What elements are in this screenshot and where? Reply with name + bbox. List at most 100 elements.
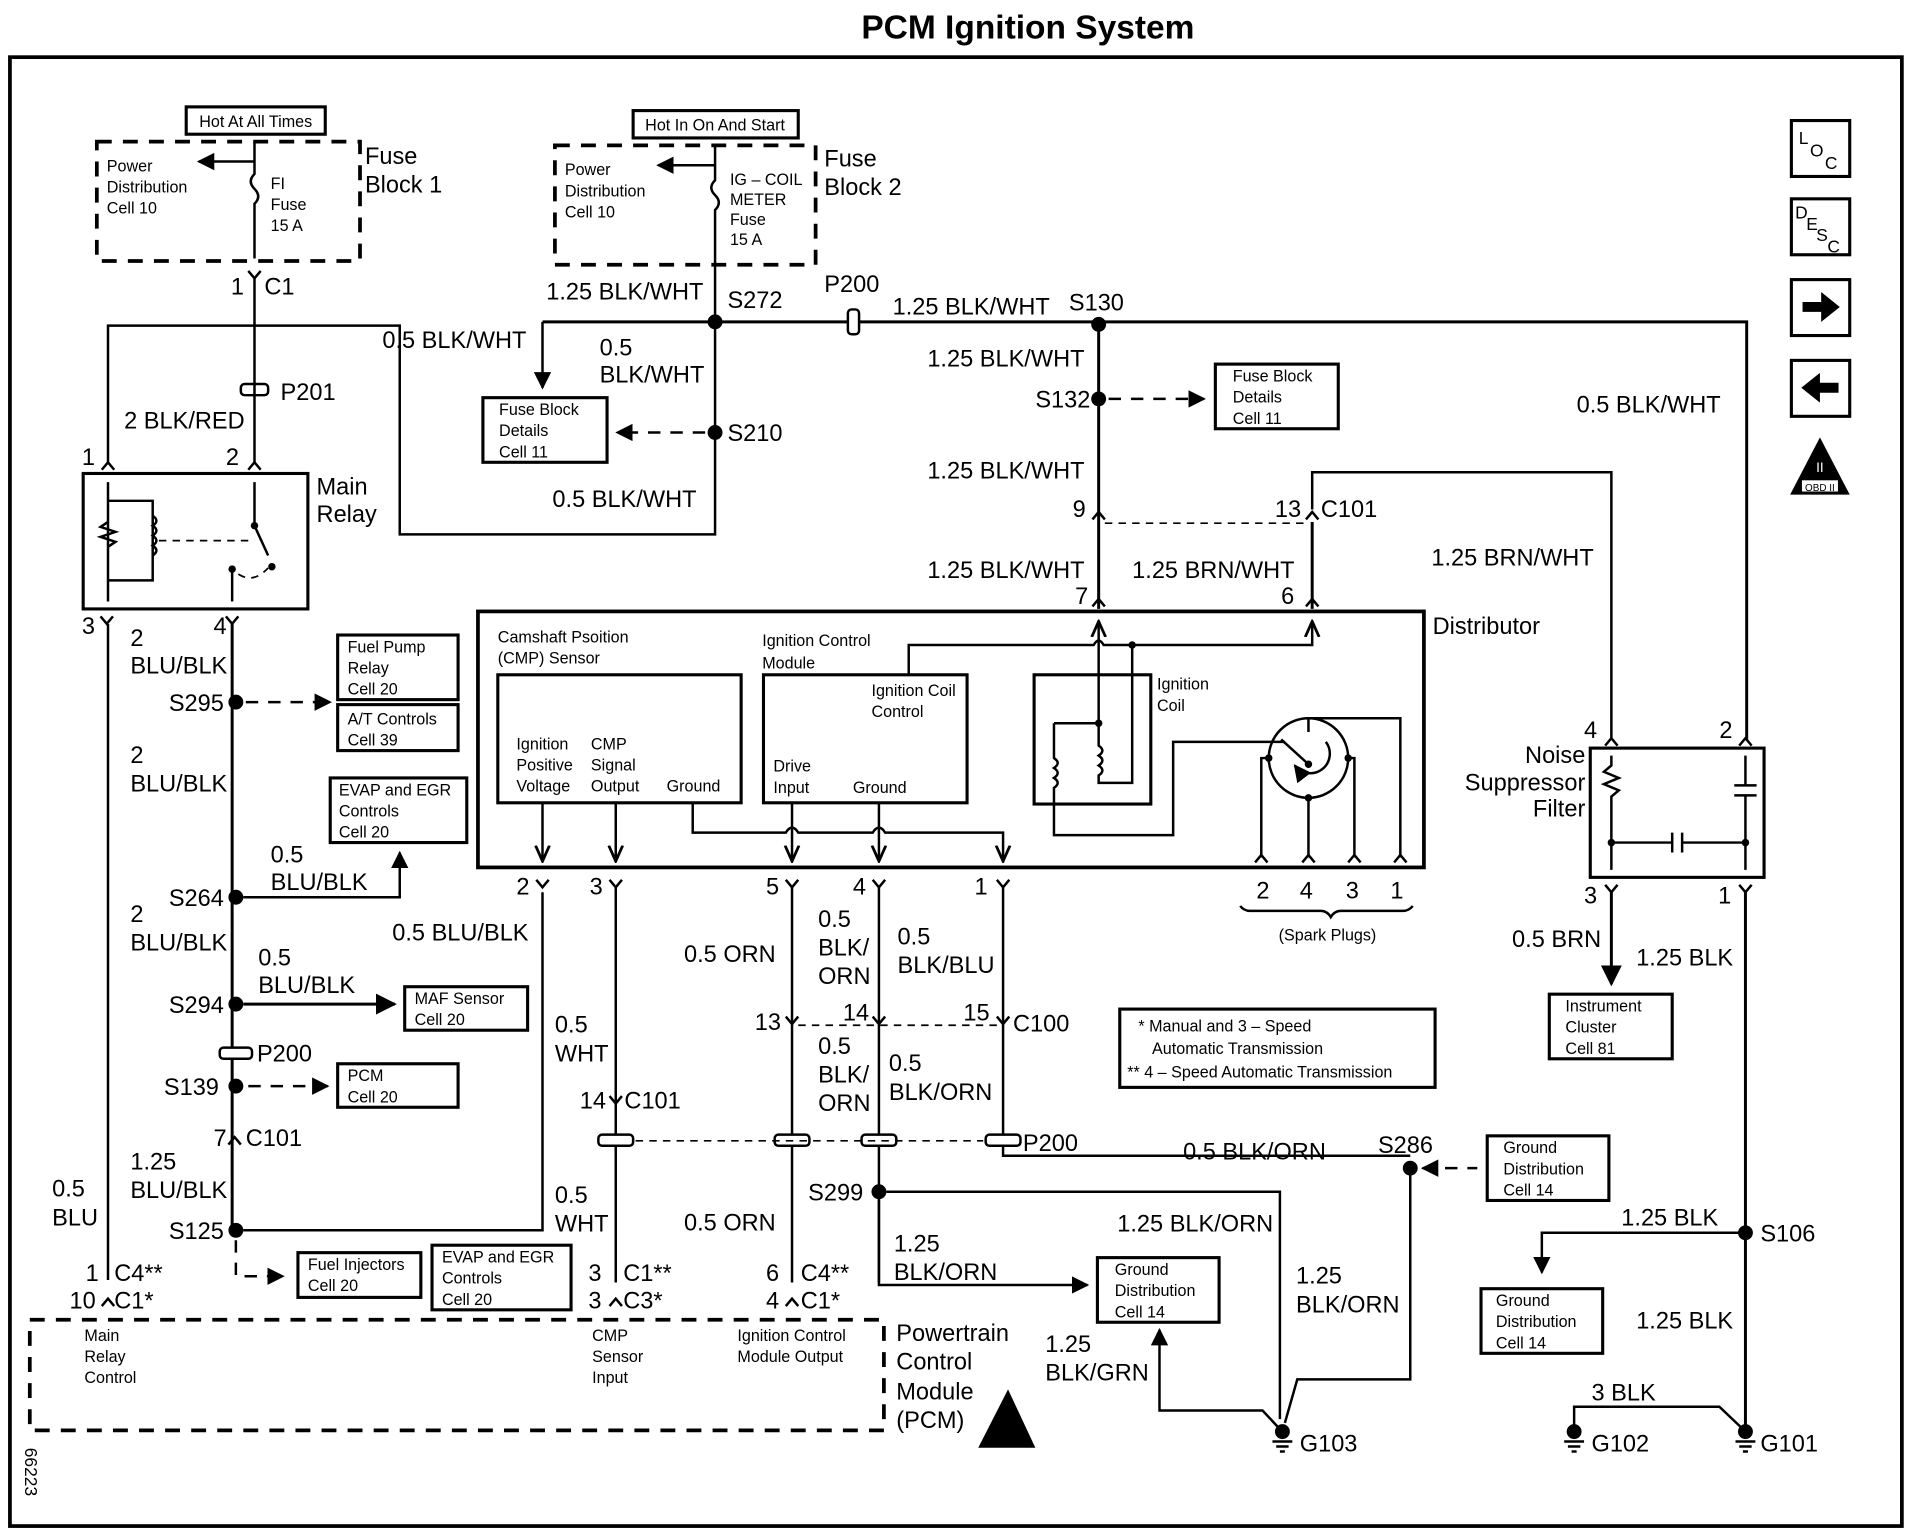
svg-text:C1*: C1* [114,1288,153,1314]
ref-evap-egr-controls-top[interactable]: EVAP and EGR Controls Cell 20 [328,776,469,845]
svg-text:P200: P200 [257,1040,312,1066]
svg-text:Relay: Relay [317,501,377,527]
svg-text:2: 2 [1719,717,1732,743]
ref-pcm-cell-20[interactable]: PCM Cell 20 [336,1062,460,1109]
svg-text:II: II [1816,460,1824,475]
ref-ground-distribution-b[interactable]: Ground Distribution Cell 14 [1095,1256,1221,1324]
svg-text:Fuse: Fuse [730,211,766,229]
svg-text:EVAP and EGR: EVAP and EGR [442,1249,554,1267]
hot-at-all-times-badge [184,105,327,136]
esd-sensitive-icon [978,1389,1036,1448]
svg-text:3: 3 [588,1260,601,1286]
svg-text:1.25 BLK/WHT: 1.25 BLK/WHT [893,293,1050,319]
svg-text:1.25: 1.25 [894,1230,940,1256]
svg-text:S139: S139 [164,1074,219,1100]
distributor: Distributor Camshaft Psoition (CMP) Sens… [476,609,1540,870]
svg-text:Module Output: Module Output [737,1348,843,1366]
svg-text:BLK/: BLK/ [818,935,870,961]
svg-text:Ignition: Ignition [1157,676,1209,694]
svg-text:C4**: C4** [801,1260,849,1286]
svg-text:3: 3 [590,874,603,900]
svg-text:Cell 81: Cell 81 [1565,1040,1615,1058]
ref-at-controls[interactable]: A/T Controls Cell 39 [336,703,460,753]
ref-evap-egr-controls-bottom[interactable]: EVAP and EGR Controls Cell 20 [430,1243,573,1312]
loc-button[interactable]: L O C [1789,118,1852,179]
svg-text:Distribution: Distribution [1503,1160,1584,1178]
svg-text:S125: S125 [169,1218,224,1244]
svg-text:Cluster: Cluster [1565,1019,1617,1037]
ref-ground-distribution-c[interactable]: Ground Distribution Cell 14 [1479,1287,1605,1355]
svg-text:P201: P201 [281,379,336,405]
svg-text:IG – COIL: IG – COIL [730,171,803,189]
svg-text:0.5 ORN: 0.5 ORN [684,1209,776,1235]
svg-text:1.25 BLK/WHT: 1.25 BLK/WHT [927,346,1084,372]
svg-text:Main: Main [84,1327,119,1345]
svg-text:10: 10 [70,1288,96,1314]
svg-text:BLK/ORN: BLK/ORN [889,1079,992,1105]
svg-text:Positive: Positive [516,756,572,774]
svg-text:Cell 10: Cell 10 [107,200,157,218]
svg-text:Cell 20: Cell 20 [348,1088,398,1106]
svg-text:Relay: Relay [84,1348,126,1366]
svg-text:Output: Output [591,778,640,796]
svg-text:C101: C101 [624,1087,680,1113]
svg-text:0.5: 0.5 [889,1050,922,1076]
ref-fuel-pump-relay[interactable]: Fuel Pump Relay Cell 20 [336,633,460,702]
legend-box: * Manual and 3 – Speed Automatic Transmi… [1118,1007,1437,1089]
svg-text:4: 4 [853,874,866,900]
ref-fuel-injectors[interactable]: Fuel Injectors Cell 20 [296,1251,423,1299]
svg-text:Signal: Signal [591,756,636,774]
svg-text:Distribution: Distribution [1496,1313,1577,1331]
ref-fuse-block-details-cell-11-left[interactable]: Fuse Block Details Cell 11 [481,396,609,464]
svg-text:Control: Control [84,1369,136,1387]
desc-button[interactable]: D E S C [1789,197,1852,257]
svg-text:3: 3 [1346,877,1359,903]
svg-text:1.25: 1.25 [1045,1331,1091,1357]
svg-text:(Spark Plugs): (Spark Plugs) [1279,927,1377,945]
svg-text:Power: Power [565,161,611,179]
svg-text:1: 1 [82,444,95,470]
ref-ground-distribution-a[interactable]: Ground Distribution Cell 14 [1485,1134,1611,1203]
ref-fuse-block-details-cell-11-right[interactable]: Fuse Block Details Cell 11 [1213,362,1340,431]
svg-text:BLU/BLK: BLU/BLK [130,930,227,956]
ground-icon [1272,1440,1293,1453]
svg-text:3: 3 [82,613,95,639]
svg-text:BLU: BLU [52,1204,98,1230]
svg-text:MAF Sensor: MAF Sensor [415,990,505,1008]
spark-plugs-brace [1239,905,1414,920]
svg-text:BLU/BLK: BLU/BLK [258,972,355,998]
svg-text:Controls: Controls [339,802,399,820]
svg-text:E: E [1806,214,1818,234]
ref-instrument-cluster[interactable]: Instrument Cluster Cell 81 [1547,992,1674,1061]
svg-text:15 A: 15 A [271,217,304,235]
svg-text:0.5: 0.5 [898,923,931,949]
svg-text:0.5 BLK/WHT: 0.5 BLK/WHT [382,327,526,353]
prev-page-button[interactable] [1789,358,1852,418]
svg-text:1.25 BLK/WHT: 1.25 BLK/WHT [927,457,1084,483]
svg-text:C101: C101 [246,1125,302,1151]
next-page-button[interactable] [1789,278,1852,338]
svg-text:BLU/BLK: BLU/BLK [130,653,227,679]
svg-text:BLK/GRN: BLK/GRN [1045,1360,1148,1386]
svg-text:C: C [1825,153,1838,173]
svg-text:2: 2 [130,625,143,651]
connector-p200-left: P200 [218,1040,312,1066]
svg-text:2: 2 [130,901,143,927]
svg-text:C3*: C3* [623,1288,662,1314]
svg-text:BLU/BLK: BLU/BLK [271,869,368,895]
svg-text:Cell 20: Cell 20 [339,824,389,842]
svg-text:Input: Input [773,779,809,797]
svg-text:C4**: C4** [114,1260,162,1286]
connector-p200-top: P200 [824,271,879,336]
ground-icon [1564,1440,1585,1453]
svg-text:0.5 BRN: 0.5 BRN [1512,926,1601,952]
svg-text:Details: Details [499,422,548,440]
ref-maf-sensor[interactable]: MAF Sensor Cell 20 [403,985,530,1032]
svg-text:3: 3 [588,1288,601,1314]
svg-text:Ground: Ground [1115,1261,1169,1279]
svg-text:0.5: 0.5 [258,945,291,971]
svg-text:C1**: C1** [623,1260,671,1286]
svg-text:FI: FI [271,175,285,193]
svg-text:Ground: Ground [853,779,907,797]
coil-icon [150,514,158,557]
